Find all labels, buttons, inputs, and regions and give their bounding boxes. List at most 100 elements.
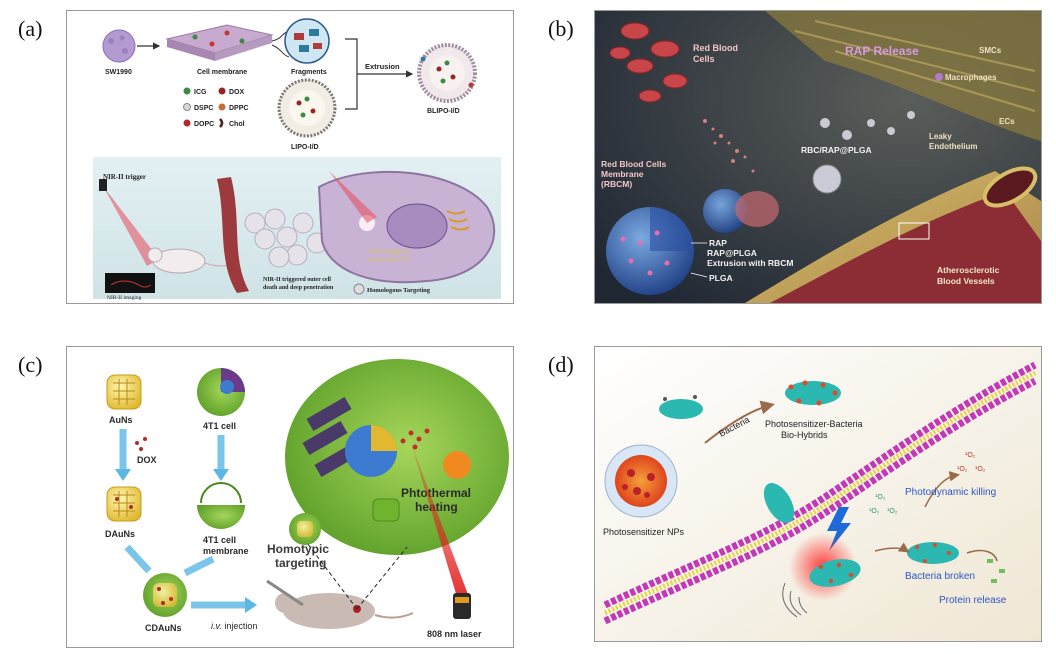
panel-a: SW1990 Cell membrane Fragments LIPO-I/D … [66,10,514,304]
laser-beam [411,443,469,597]
singlet-oxygen-1: ¹O₂ [965,452,976,459]
smc-layer [765,11,1041,141]
lipo-liposome-icon [277,78,337,138]
singlet-oxygen-2: ¹O₂ [957,466,968,473]
macrophage-icon [935,73,943,81]
mouse-icon [147,247,236,274]
broken-label: Bacteria broken [905,571,975,582]
photothermal-label-1: Phtothermal [401,486,471,500]
fragments-label: Fragments [291,69,327,76]
panel-a-diagram: SW1990 Cell membrane Fragments LIPO-I/D … [93,18,501,301]
arrow-dauns-cdauns [124,544,152,574]
component-legend: ICG DOX DSPC DPPC DOPC Chol [183,87,248,128]
athero-label-2: Blood Vessels [937,276,995,286]
panel-label-a: (a) [18,16,43,41]
singlet-oxygen-6: ¹O₂ [887,508,898,515]
tumor-cell-icon [285,359,509,555]
rap-plga-label-2: Extrusion with RBCM [707,258,793,268]
panel-label-d: (d) [548,352,574,377]
rbc-rap-plga-label: RBC/RAP@PLGA [801,145,872,155]
homotypic-label-1: Homotypic [267,542,329,556]
leaky-label-1: Leaky [929,132,952,141]
singlet-oxygen-5: ¹O₂ [869,508,880,515]
leaky-label-2: Endothelium [929,142,977,151]
membrane-label-2: membrane [203,546,249,556]
hybrid-icon [785,380,841,406]
lightning-icon [827,507,851,551]
singlet-oxygen-group-2: ¹O₂ ¹O₂ ¹O₂ [869,494,898,515]
dauns-label: DAuNs [105,529,135,539]
singlet-oxygen-3: ¹O₂ [975,466,986,473]
outer-death-label-2: death and deep penetration [263,285,334,291]
cancer-cell-icon [317,170,496,284]
sw1990-cell-icon [102,29,136,63]
sw1990-label: SW1990 [105,69,132,76]
auns-label: AuNs [109,415,133,425]
nir-imaging-box [105,273,155,293]
panel-label-c: (c) [18,352,43,377]
ecs-label: ECs [999,117,1015,126]
nir-trigger-label: NIR-II trigger [103,173,146,181]
rap-release-label: RAP Release [845,44,919,58]
rbc-label-2: Cells [693,54,715,64]
cell-4t1-label: 4T1 cell [203,421,236,431]
rbcm-label-2: Membrane [601,169,644,179]
plga-label: PLGA [709,273,733,283]
arrow-broken [874,542,910,553]
killing-label: Photodynamic killing [905,487,996,498]
tumor-cells-cluster [244,208,328,268]
zoom-box [898,222,930,240]
zoom-lines [306,542,408,610]
macrophages-label: Macrophages [945,73,997,82]
red-blood-cells [609,22,688,103]
panel-d-diagram: Bacteria Photosensitizer-Bacteria Bio-Hy… [595,347,1041,641]
singlet-oxygen-group-1: ¹O₂ ¹O₂ ¹O₂ [957,452,986,473]
photothermal-label-2: heating [415,500,458,514]
arrow-bacteria-hybrid [704,400,775,444]
organelle-lines [782,582,808,618]
lipo-label: LIPO-I/D [291,144,319,151]
rbc-rap-plga-particle [812,164,842,194]
legend-dopc: DOPC [194,121,214,128]
cdauns-label: CDAuNs [145,623,182,633]
athero-label-1: Atherosclerotic [937,265,1000,275]
bacterium-in-cell-icon [809,559,861,587]
cell-membrane-label: Cell membrane [197,69,247,76]
dauns-cube-icon [106,486,142,522]
membrane-yellow [603,370,1037,616]
membrane-fragments [703,119,755,173]
dox-label: DOX [137,455,157,465]
bacteria-icon [659,395,703,419]
legend-chol: Chol [229,121,245,128]
photosensitizer-np-icon [604,444,678,518]
syringe-icon [266,579,304,607]
fragments-icon [284,18,330,64]
laser-beam-icon [99,179,159,266]
panel-c-diagram: AuNs DOX DAuNs 4T1 cell 4T1 cell membran… [105,359,509,639]
ptt-label-2: fractionated PTT [369,256,410,263]
legend-dppc: DPPC [229,105,248,112]
nps-label: Photosensitizer NPs [603,527,685,537]
panel-label-b: (b) [548,16,574,41]
membrane-magenta-bottom [603,377,1037,625]
auns-cube-icon [106,374,142,410]
laser-label: 808 nm laser [427,629,482,639]
blipo-liposome-icon [417,43,477,103]
laser-device-icon [453,593,471,619]
legend-dspc: DSPC [194,105,213,112]
membrane-label-1: 4T1 cell [203,535,236,545]
arrow-protein [966,549,998,562]
rbcm-label-1: Red Blood Cells [601,159,666,169]
blipo-label: BLIPO-I/D [427,108,460,115]
atherosclerotic-vessel [745,166,1041,303]
legend-icg: ICG [194,89,207,96]
released-nanoparticles [820,111,915,140]
panel-b-diagram: Red Blood Cells RAP Release SMCs Macroph… [595,11,1041,303]
blood-vessel-icon [217,177,249,293]
large-nanoparticle-icon [606,207,694,295]
nir-imaging-label: NIR-II imaging [107,295,142,301]
cdauns-particle-icon [143,573,187,617]
protein-label: Protein release [939,595,1007,606]
dox-dots [135,437,147,451]
arrow-membrane-cdauns [183,555,215,577]
